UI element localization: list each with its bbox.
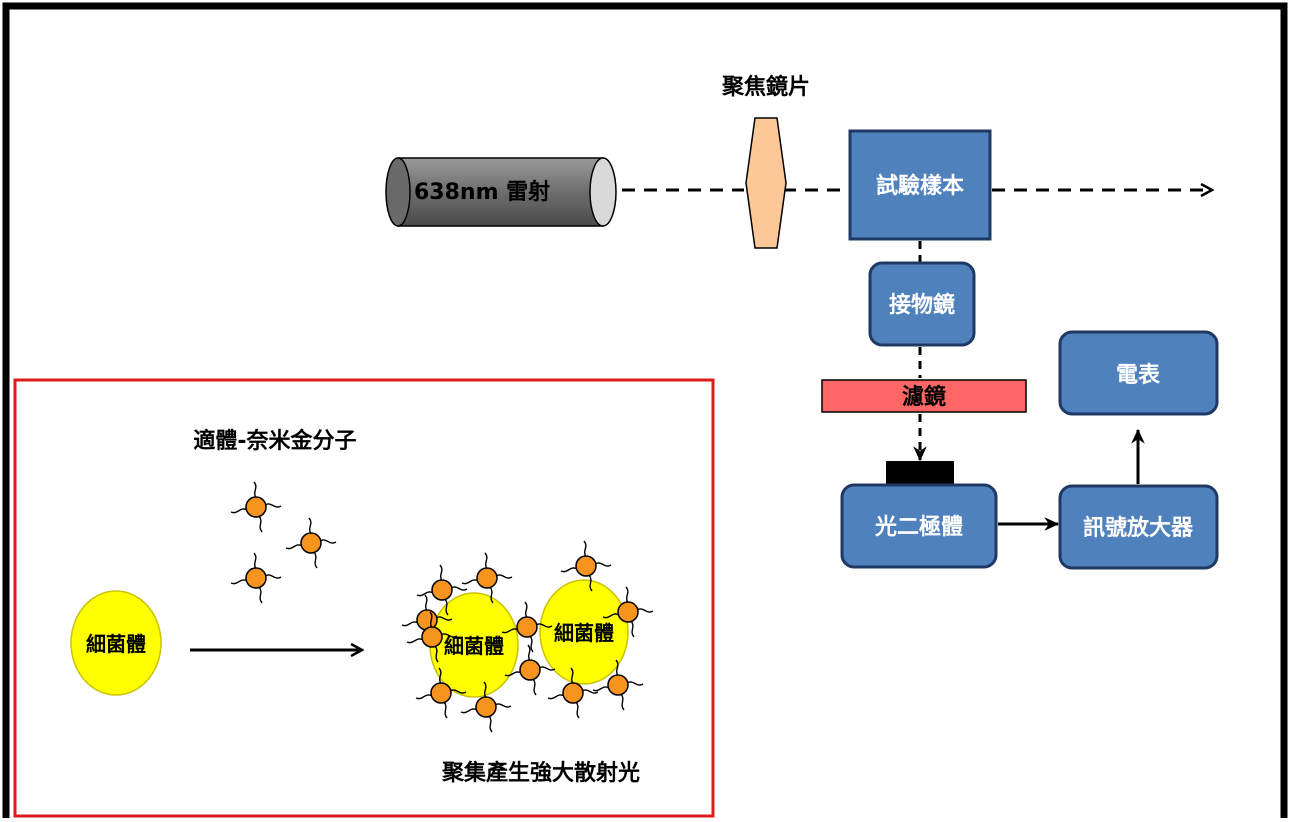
photodiode-sensor <box>886 461 954 485</box>
objective-lens-box <box>868 261 976 347</box>
laser-cylinder <box>385 157 617 227</box>
meter-box <box>1058 330 1219 416</box>
laser-label: 638nm 雷射 <box>414 179 550 205</box>
bacterium-label: 細菌體 <box>86 632 146 656</box>
probe-label: 適體-奈米金分子 <box>193 428 356 454</box>
lens-label: 聚焦鏡片 <box>721 74 810 100</box>
bacterium-label: 細菌體 <box>554 621 614 645</box>
bacterium-aggregate-right <box>539 579 629 685</box>
test-sample-box <box>848 129 992 241</box>
filter-bar <box>821 379 1027 413</box>
amplifier-label: 訊號放大器 <box>1083 515 1194 541</box>
test-sample-label: 試驗樣本 <box>876 173 964 199</box>
bacterium-label: 細菌體 <box>444 634 504 658</box>
meter-label: 電表 <box>1116 363 1161 388</box>
amplifier-box <box>1058 484 1219 570</box>
photodiode-box <box>840 483 998 569</box>
focusing-lens <box>745 117 787 249</box>
photodiode-label: 光二極體 <box>874 514 963 540</box>
aggregate-caption: 聚集產生強大散射光 <box>441 760 640 786</box>
filter-label: 濾鏡 <box>902 384 946 410</box>
objective-lens-label: 接物鏡 <box>889 292 955 318</box>
bacterium-single <box>70 590 162 696</box>
